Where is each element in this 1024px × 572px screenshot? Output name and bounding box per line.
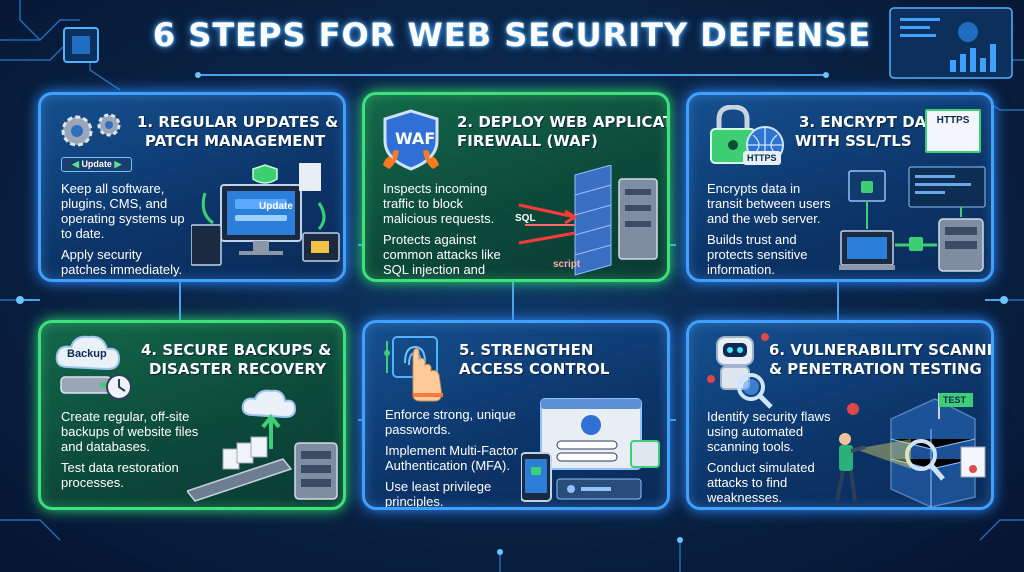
- https-badge: HTTPS: [743, 151, 781, 165]
- step-3-text: Encrypts data in transit between users a…: [707, 181, 831, 277]
- sql-label: SQL: [515, 213, 536, 224]
- penetration-test-icon: [835, 393, 986, 507]
- test-flag-label: TEST: [943, 395, 967, 405]
- step-4-text: Create regular, off-site backups of webs…: [61, 409, 199, 490]
- script-label: script: [553, 259, 581, 270]
- update-badge: ◀ Update ▶: [61, 157, 133, 172]
- step-3-title: 3. ENCRYPT DATA WITH SSL/TLS: [795, 113, 946, 150]
- step-5-title: 5. STRENGTHEN ACCESS CONTROL: [459, 341, 610, 378]
- step-card-updates: ◀ Update ▶ 1. REGULAR UPDATES & PATCH MA…: [38, 92, 346, 282]
- step-card-vulnerability: 6. VULNERABILITY SCANNING & PENETRATION …: [686, 320, 994, 510]
- step-6-title: 6. VULNERABILITY SCANNING & PENETRATION …: [769, 341, 994, 378]
- step-5-text: Enforce strong, unique passwords. Implem…: [385, 407, 518, 509]
- gears-icon: [61, 113, 121, 147]
- step-6-text: Identify security flaws using automated …: [707, 409, 831, 505]
- backup-cloud-icon: [55, 335, 132, 400]
- waf-shield-icon: [383, 109, 439, 171]
- login-mfa-icon: [521, 398, 660, 502]
- firewall-server-icon: [518, 165, 658, 276]
- backup-transfer-icon: [187, 389, 338, 502]
- step-2-text: Inspects incoming traffic to block malic…: [383, 181, 501, 279]
- step-4-title: 4. SECURE BACKUPS & DISASTER RECOVERY: [141, 341, 332, 378]
- update-computer-icon: [191, 163, 340, 266]
- step-card-waf: WAF 2. DEPLOY WEB APPLICATION FIREWALL (…: [362, 92, 670, 282]
- backup-label: Backup: [67, 348, 107, 360]
- robot-scanner-icon: [707, 333, 773, 409]
- step-1-title: 1. REGULAR UPDATES & PATCH MANAGEMENT: [137, 113, 339, 150]
- encrypted-connection-icon: [839, 166, 986, 272]
- step-1-text: Keep all software, plugins, CMS, and ope…: [61, 181, 185, 277]
- page-title: 6 STEPS FOR WEB SECURITY DEFENSE: [152, 16, 872, 54]
- step-2-title: 2. DEPLOY WEB APPLICATION FIREWALL (WAF): [457, 113, 667, 150]
- https-certificate: HTTPS: [925, 109, 981, 153]
- step-card-backups: Backup 4. SECURE BACKUPS & DISASTER RECO…: [38, 320, 346, 510]
- waf-label: WAF: [395, 129, 436, 148]
- screen-update-label: Update: [259, 201, 293, 212]
- step-card-access-control: 5. STRENGTHEN ACCESS CONTROL Enforce str…: [362, 320, 670, 510]
- step-card-encryption: HTTPS 3. ENCRYPT DATA WITH SSL/TLS HTTPS…: [686, 92, 994, 282]
- fingerprint-touch-icon: [384, 336, 443, 402]
